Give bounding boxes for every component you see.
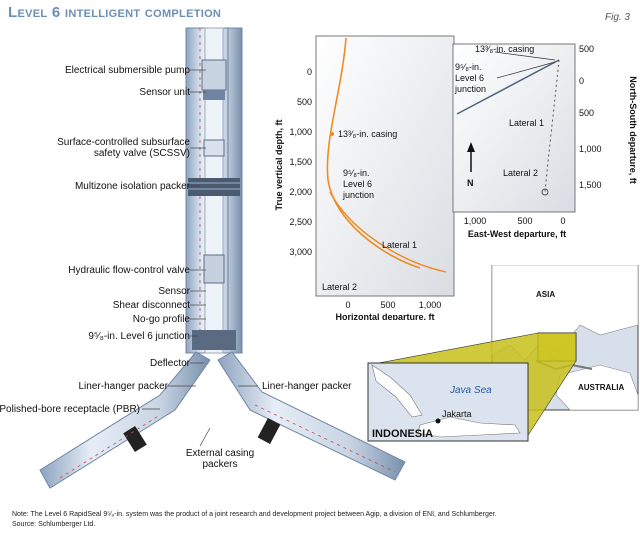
figure-title: Level 6 intelligent completion: [8, 4, 222, 21]
label-nogo: No-go profile: [132, 314, 190, 325]
tvd-ann-junction-1: 9⁵⁄₈-in.: [343, 168, 369, 178]
plan-ann-junction-2: Level 6: [455, 73, 484, 83]
label-flow-valve: Hydraulic flow-control valve: [68, 265, 190, 276]
plan-ytick-4: 1,500: [579, 180, 602, 190]
tvd-ann-junction-2: Level 6: [343, 179, 372, 189]
label-scssv-1: Surface-controlled subsurface: [57, 137, 190, 148]
label-liner-left: Liner-hanger packer: [78, 381, 169, 392]
plan-chart: 500 0 500 1,000 1,500 1,000 500 0 East-W…: [452, 43, 638, 239]
tvd-xtick-2: 1,000: [419, 300, 442, 310]
tvd-xtick-1: 500: [380, 300, 395, 310]
label-sensor: Sensor: [158, 286, 190, 297]
tvd-chart: 0 500 1,000 1,500 2,000 2,500 3,000 0 50…: [274, 35, 455, 320]
label-shear: Shear disconnect: [112, 300, 190, 311]
lateral-left-bore: [39, 351, 211, 489]
tvd-ytick-1: 500: [297, 97, 312, 107]
label-esp: Electrical submersible pump: [64, 65, 190, 76]
esp-unit: [201, 59, 227, 91]
tvd-ylabel: True vertical depth, ft: [274, 119, 284, 210]
tvd-ytick-0: 0: [307, 67, 312, 77]
tvd-ann-lat2: Lateral 2: [322, 282, 357, 292]
map-asia-label: ASIA: [536, 290, 555, 299]
plan-ytick-0: 500: [579, 44, 594, 54]
plan-xlabel: East-West departure, ft: [468, 229, 566, 239]
sensor-unit-body: [203, 90, 225, 100]
plan-xtick-1: 500: [517, 216, 532, 226]
figure-note: Note: The Level 6 RapidSeal 9⁵⁄₈-in. sys…: [12, 510, 497, 530]
isolation-packer-body: [188, 178, 240, 196]
map-country-label: INDONESIA: [372, 428, 433, 440]
tvd-xtick-0: 0: [345, 300, 350, 310]
label-deflector: Deflector: [149, 358, 190, 369]
map-sea-label: Java Sea: [449, 385, 492, 396]
plan-plot-area: [452, 43, 576, 213]
jakarta-marker: [435, 418, 441, 424]
plan-ann-lat1: Lateral 1: [509, 118, 544, 128]
sumatra-island: [371, 364, 423, 418]
plan-ytick-3: 1,000: [579, 144, 602, 154]
scssv-body: [203, 139, 225, 157]
figure-number: Fig. 3: [604, 12, 630, 23]
label-liner-right: Liner-hanger packer: [262, 381, 352, 392]
label-ext-packers-2: packers: [202, 459, 238, 470]
tvd-ytick-6: 3,000: [289, 247, 312, 257]
tvd-ytick-3: 1,500: [289, 157, 312, 167]
plan-xtick-0: 1,000: [464, 216, 487, 226]
plan-ann-junction-1: 9⁵⁄₈-in.: [455, 62, 481, 72]
flow-valve-body: [203, 254, 225, 284]
tvd-lateral-2-path: [326, 37, 421, 269]
label-scssv-2: safety valve (SCSSV): [93, 148, 190, 159]
map-city-label: Jakarta: [442, 409, 472, 419]
label-junction: 9⁵⁄₈-in. Level 6 junction: [88, 331, 190, 342]
plan-ann-casing: 13³⁄₈-in. casing: [475, 44, 534, 54]
note-source: Source: Schlumberger Ltd.: [12, 521, 96, 528]
tvd-lateral-1-path: [329, 191, 447, 273]
tvd-ytick-4: 2,000: [289, 187, 312, 197]
plan-ytick-2: 500: [579, 108, 594, 118]
label-sensor-unit: Sensor unit: [139, 87, 190, 98]
tvd-ann-lat1: Lateral 1: [382, 240, 417, 250]
plan-ann-junction-3: junction: [454, 84, 486, 94]
tvd-plot-area: [315, 35, 455, 297]
tvd-ann-casing: 13³⁄₈-in. casing: [338, 129, 397, 139]
tvd-ann-junction-3: junction: [342, 190, 374, 200]
plan-lateral-2-path: [544, 59, 560, 193]
java-island: [417, 416, 521, 438]
north-label: N: [467, 178, 474, 188]
junction-body: [192, 330, 236, 350]
australia-landmass: [555, 364, 639, 411]
tvd-xlabel: Horizontal departure, ft: [335, 312, 434, 320]
tvd-ytick-2: 1,000: [289, 127, 312, 137]
label-isolation-packer: Multizone isolation packer: [74, 181, 190, 192]
location-map: ASIA AUSTRALIA Java Sea Jakarta INDONESI…: [367, 265, 639, 442]
tvd-ytick-5: 2,500: [289, 217, 312, 227]
label-pbr: Polished-bore receptacle (PBR): [0, 404, 140, 415]
label-ext-packers-1: External casing: [185, 448, 255, 459]
note-line-1: Note: The Level 6 RapidSeal 9⁵⁄₈-in. sys…: [12, 511, 497, 518]
plan-lateral-1-path: [456, 59, 560, 115]
plan-ann-lat2: Lateral 2: [503, 168, 538, 178]
plan-ylabel: North-South departure, ft: [628, 76, 638, 184]
lateral-right-bore: [217, 351, 406, 481]
map-australia-label: AUSTRALIA: [578, 383, 624, 392]
plan-ytick-1: 0: [579, 76, 584, 86]
plan-xtick-2: 0: [560, 216, 565, 226]
